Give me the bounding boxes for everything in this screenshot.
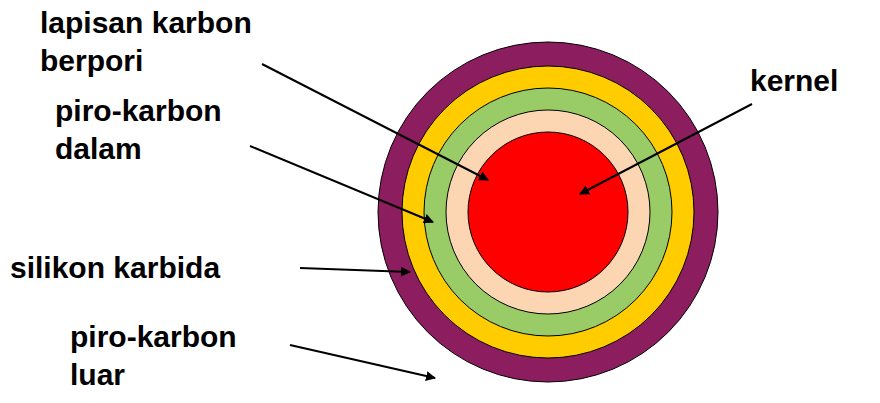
part-label: piro-karbon dalam xyxy=(55,92,285,168)
kernel-core xyxy=(468,132,628,292)
inner-pyrocarbon-layer xyxy=(424,88,672,336)
leader-line xyxy=(250,146,433,222)
leader-line xyxy=(290,345,435,378)
leader-line xyxy=(262,64,488,180)
porous-carbon-layer xyxy=(446,110,650,314)
part-label: lapisan karbon berpori xyxy=(40,4,310,80)
leader-line xyxy=(580,104,752,194)
part-label: kernel xyxy=(750,62,875,100)
silicon-carbide-layer xyxy=(402,66,694,358)
outer-pyrocarbon-layer xyxy=(378,42,718,382)
part-label: piro-karbon luar xyxy=(70,318,300,394)
leader-line xyxy=(300,268,410,272)
part-label: silikon karbida xyxy=(10,249,310,287)
